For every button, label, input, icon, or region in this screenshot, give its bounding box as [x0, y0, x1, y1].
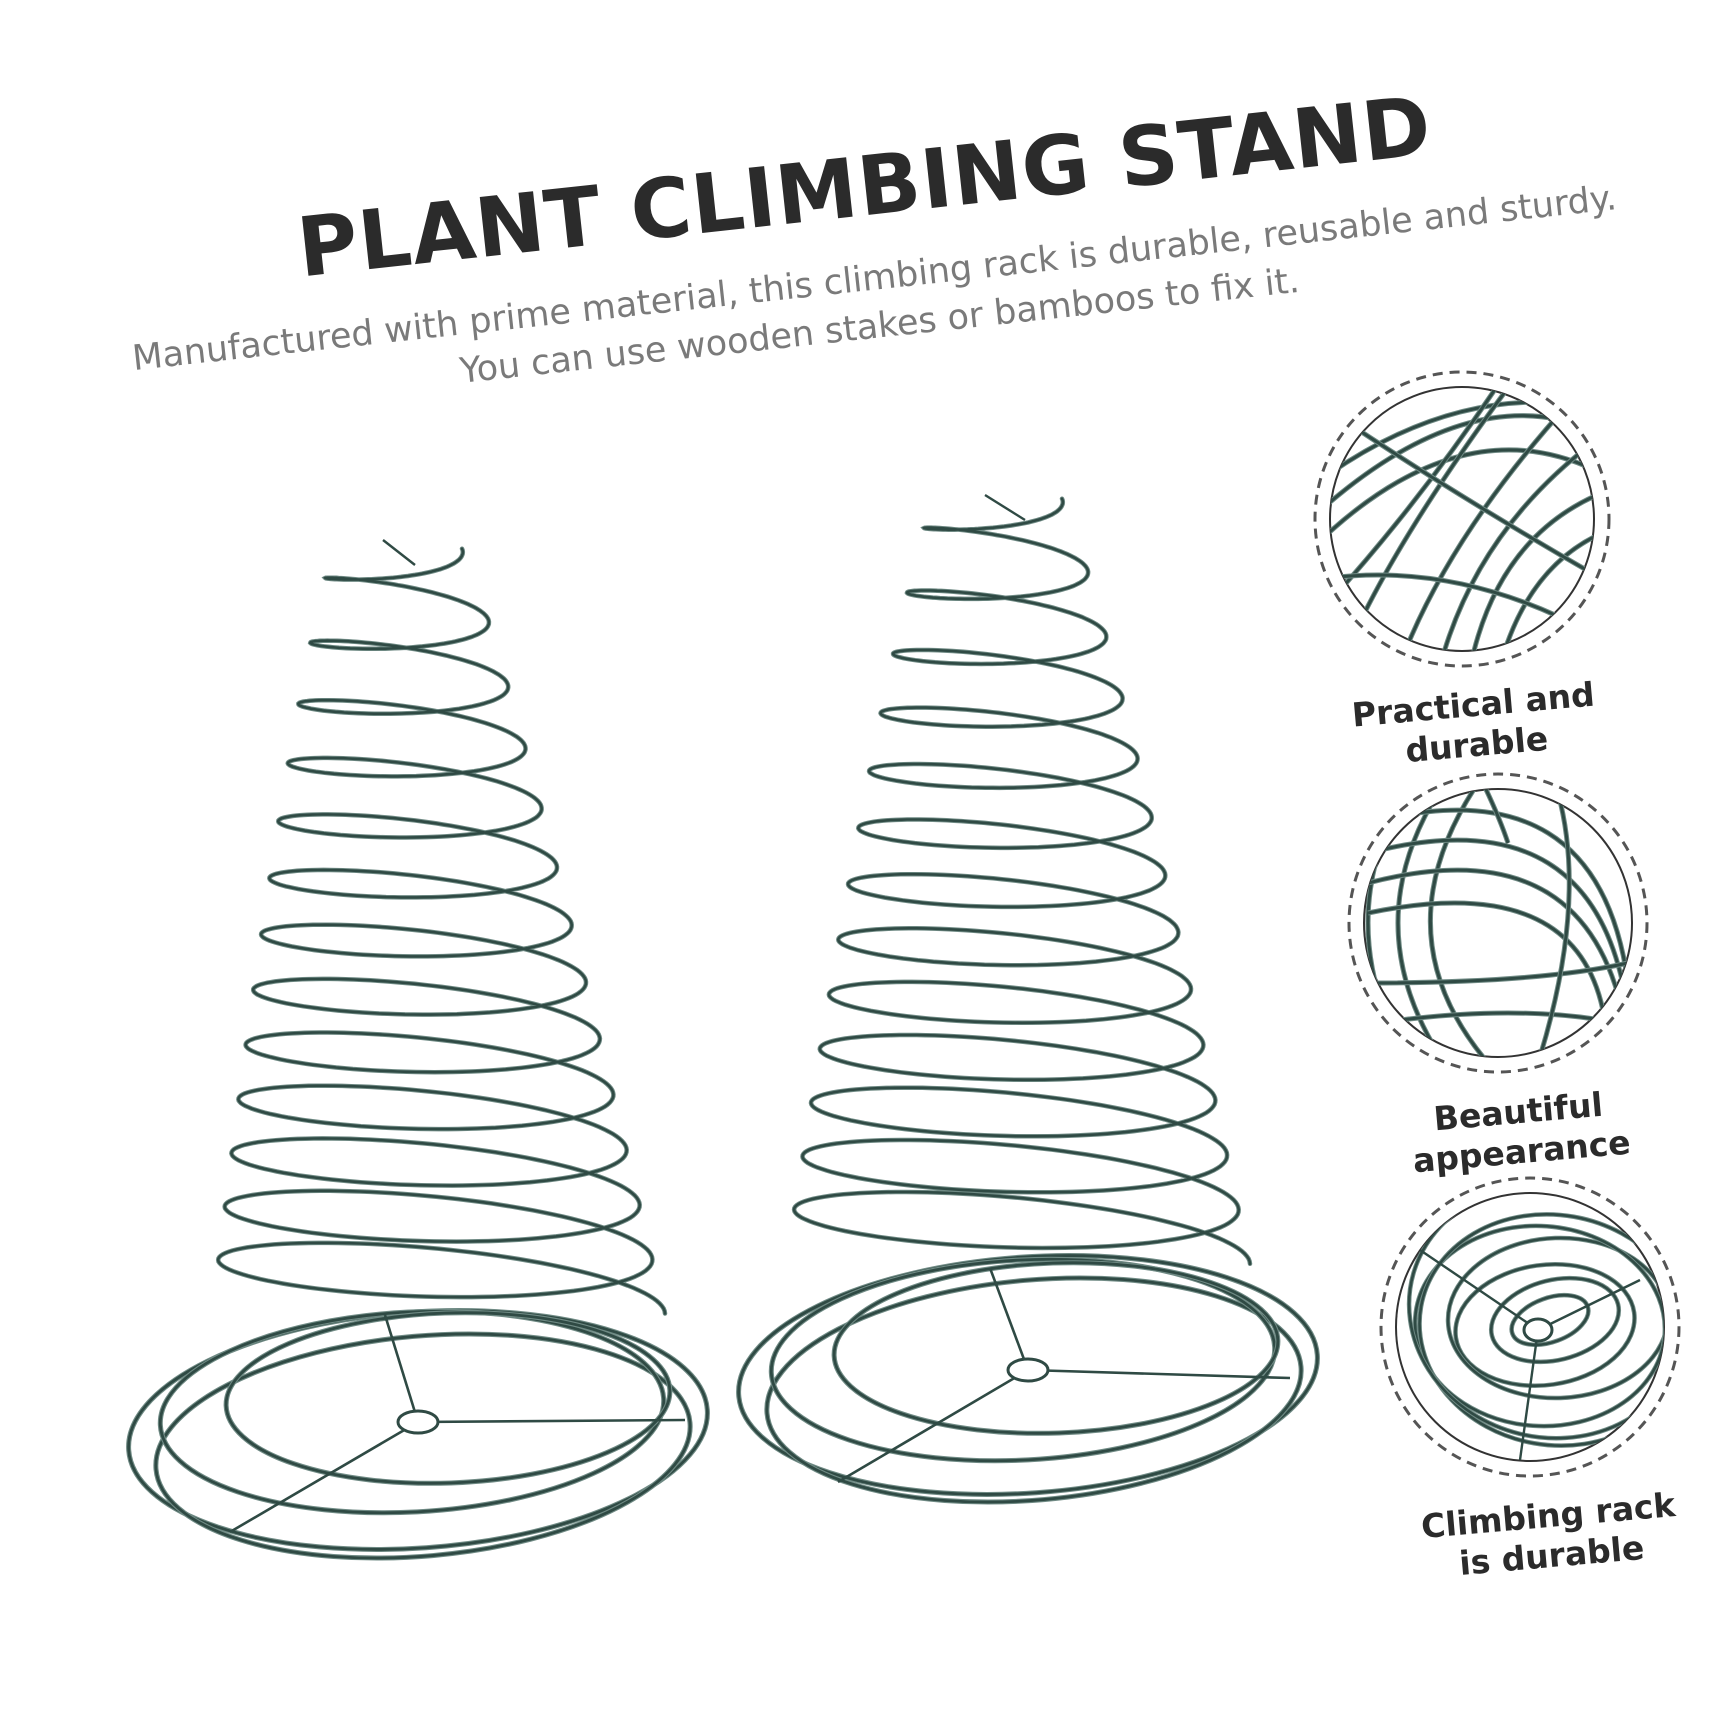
detail-wire	[1367, 808, 1630, 984]
base-spoke	[1027, 1368, 1291, 1380]
spiral-wire	[216, 547, 667, 1315]
base-ring	[765, 1276, 1303, 1504]
detail-wire	[1400, 387, 1584, 651]
detail-wire	[1367, 838, 1630, 1014]
coil-side-closeup-icon	[1347, 772, 1649, 1074]
detail-wire	[1476, 789, 1510, 844]
detail-ring	[1413, 1224, 1664, 1428]
stand-base-small	[736, 493, 1320, 1505]
base-hub	[396, 1409, 440, 1435]
spiral-wire	[792, 497, 1252, 1266]
stand-base-large	[126, 539, 710, 1561]
detail-wire	[1330, 448, 1594, 541]
base-ring	[769, 1257, 1277, 1463]
base-hub	[1006, 1357, 1050, 1383]
top-crossbar	[382, 539, 416, 566]
detail-spoke	[1537, 1278, 1641, 1332]
base-spoke	[837, 1368, 1029, 1484]
spiral-wire-highlight	[215, 546, 668, 1316]
coil-closeup-icon	[1313, 370, 1611, 668]
spiral-stand-large	[126, 539, 710, 1561]
base-ring	[154, 1332, 692, 1560]
detail-ring	[1454, 1262, 1636, 1388]
detail-ring	[1407, 1193, 1664, 1440]
detail-spoke	[1518, 1329, 1540, 1461]
base-spoke	[417, 1418, 686, 1424]
detail-wire	[1350, 387, 1524, 640]
detail-wire	[1367, 961, 1629, 985]
detail-hub	[1522, 1317, 1554, 1343]
base-spoke	[988, 1267, 1030, 1371]
spiral-stand-small	[736, 493, 1320, 1505]
detail-ring	[1446, 1236, 1664, 1400]
detail-wire	[1536, 792, 1571, 1057]
detail-wire	[1341, 417, 1594, 581]
coil-top-view-icon	[1379, 1176, 1681, 1478]
base-spoke	[229, 1420, 419, 1534]
base-ring	[224, 1311, 672, 1485]
detail-spoke	[1419, 1249, 1539, 1331]
detail-wire	[1470, 487, 1594, 651]
base-ring	[737, 1254, 1319, 1496]
top-crossbar	[984, 493, 1026, 522]
base-spoke	[383, 1314, 420, 1423]
detail-ring	[1418, 1213, 1664, 1447]
detail-wire	[1428, 789, 1490, 1057]
detail-wire	[1330, 387, 1504, 601]
base-ring	[158, 1309, 666, 1515]
spiral-coils-large	[215, 546, 668, 1316]
detail-ring	[1489, 1276, 1621, 1364]
spiral-coils-small	[791, 496, 1253, 1267]
base-ring	[832, 1261, 1280, 1435]
